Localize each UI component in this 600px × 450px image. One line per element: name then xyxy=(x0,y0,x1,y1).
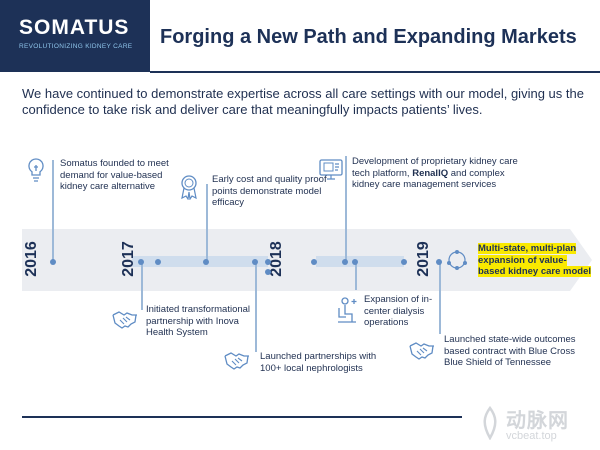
timeline-segment-2017 xyxy=(132,256,268,267)
connector-line xyxy=(206,184,208,262)
award-ribbon-icon xyxy=(181,175,197,200)
event-dialysis-expansion: Expansion of in-center dialysis operatio… xyxy=(364,294,433,328)
event-inova-partnership: Initiated transformational partnership w… xyxy=(146,304,251,338)
logo-tagline: REVOLUTIONIZING KIDNEY CARE xyxy=(19,43,133,50)
watermark: 动脉网 vcbeat.top xyxy=(478,402,596,446)
lightbulb-icon xyxy=(28,158,44,182)
page-title: Forging a New Path and Expanding Markets xyxy=(160,26,577,48)
title-divider xyxy=(150,71,600,73)
watermark-logo-icon xyxy=(483,406,497,440)
event-proof-points: Early cost and quality proof points demo… xyxy=(212,174,327,208)
event-tech-platform: Development of proprietary kidney care t… xyxy=(352,156,518,191)
event-text: and complex kidney care management servi… xyxy=(352,167,505,191)
computer-screen-icon xyxy=(319,159,343,180)
logo-box: SOMATUS REVOLUTIONIZING KIDNEY CARE xyxy=(0,0,150,72)
timeline-dot xyxy=(265,269,271,275)
timeline-dot xyxy=(155,259,161,265)
year-label-2018: 2018 xyxy=(268,241,285,277)
logo-wordmark: SOMATUS xyxy=(19,16,130,39)
timeline-dot xyxy=(138,259,144,265)
timeline-dot xyxy=(50,259,56,265)
timeline-dot xyxy=(265,259,271,265)
event-founded: Somatus founded to meet demand for value… xyxy=(60,158,169,192)
timeline-dot xyxy=(252,259,258,265)
timeline-segment-2018 xyxy=(316,256,404,267)
bottom-divider xyxy=(22,416,462,418)
connector-line xyxy=(355,262,357,290)
highlight-text: Multi-state, multi-plan expansion of val… xyxy=(478,243,591,277)
timeline-dot xyxy=(352,259,358,265)
handshake-icon xyxy=(409,342,434,360)
timeline-dot xyxy=(436,259,442,265)
connector-line xyxy=(255,262,257,352)
watermark-url: vcbeat.top xyxy=(506,430,557,442)
connector-line xyxy=(345,156,347,262)
highlight-expansion: Multi-state, multi-plan expansion of val… xyxy=(478,243,594,278)
event-text: Development of proprietary kidney care t… xyxy=(352,156,518,179)
intro-paragraph: We have continued to demonstrate experti… xyxy=(22,86,584,117)
renaliq-label: RenalIQ xyxy=(412,167,449,179)
timeline-dot xyxy=(311,259,317,265)
connector-line xyxy=(141,262,143,310)
connector-line xyxy=(52,160,54,262)
timeline-dot xyxy=(401,259,407,265)
handshake-icon xyxy=(112,311,137,329)
connector-line xyxy=(439,262,441,334)
year-label-2017: 2017 xyxy=(120,241,137,277)
timeline-dot xyxy=(203,259,209,265)
dialysis-patient-icon xyxy=(338,297,357,323)
watermark-text: 动脉网 xyxy=(506,410,569,432)
year-label-2016: 2016 xyxy=(23,241,40,277)
year-label-2019: 2019 xyxy=(415,241,432,277)
event-bcbs-contract: Launched state-wide outcomes based contr… xyxy=(444,334,576,368)
event-nephrologists: Launched partnerships with 100+ local ne… xyxy=(260,351,377,374)
network-expansion-icon xyxy=(447,250,467,270)
handshake-icon xyxy=(224,352,249,370)
timeline-dot xyxy=(342,259,348,265)
